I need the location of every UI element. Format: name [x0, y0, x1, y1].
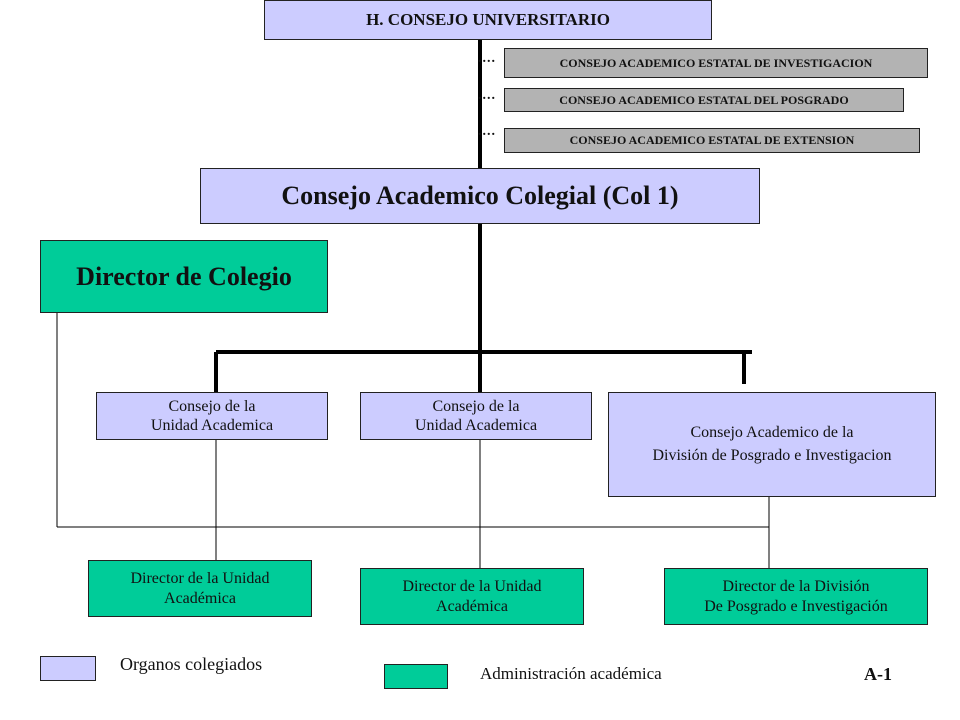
director-unit-1-line2: Académica — [164, 589, 236, 607]
director-unit-1: Director de la Unidad Académica — [88, 560, 312, 617]
director-unit-1-line1: Director de la Unidad — [130, 570, 270, 588]
director-colegio-label: Director de Colegio — [76, 261, 292, 291]
director-posgrado: Director de la División De Posgrado e In… — [664, 568, 928, 625]
consejo-colegial-label: Consejo Academico Colegial (Col 1) — [281, 181, 679, 211]
council-posgrado: Consejo Academico de la División de Posg… — [608, 392, 936, 497]
director-unit-2-line2: Académica — [436, 597, 508, 615]
director-colegio-box: Director de Colegio — [40, 240, 328, 313]
director-posgrado-line1: Director de la División — [722, 578, 870, 596]
consejo-universitario-label: H. CONSEJO UNIVERSITARIO — [366, 9, 610, 29]
council-unit-2: Consejo de la Unidad Academica — [360, 392, 592, 440]
legend-label-administration: Administración académica — [480, 664, 662, 683]
director-posgrado-line2: De Posgrado e Investigación — [704, 597, 888, 615]
legend-swatch-collegiate — [40, 656, 96, 681]
council-posgrado-line1: Consejo Academico de la — [690, 424, 854, 442]
state-council-investigacion-label: CONSEJO ACADEMICO ESTATAL DE INVESTIGACI… — [559, 55, 873, 70]
consejo-universitario-box: H. CONSEJO UNIVERSITARIO — [264, 0, 712, 40]
director-unit-2: Director de la Unidad Académica — [360, 568, 584, 625]
council-unit-1-line2: Unidad Academica — [150, 417, 274, 434]
dots-posgrado: .... — [478, 88, 496, 103]
state-council-extension: CONSEJO ACADEMICO ESTATAL DE EXTENSION — [504, 128, 920, 153]
council-unit-1-line1: Consejo de la — [168, 397, 256, 415]
page-code: A-1 — [864, 664, 892, 684]
legend-swatch-administration — [384, 664, 448, 689]
dots-investigacion: .... — [478, 51, 496, 66]
dots-extension: .... — [478, 124, 496, 139]
director-unit-2-line1: Director de la Unidad — [402, 578, 542, 596]
consejo-colegial-box: Consejo Academico Colegial (Col 1) — [200, 168, 760, 224]
council-posgrado-line2: División de Posgrado e Investigacion — [652, 446, 892, 464]
state-council-posgrado: CONSEJO ACADEMICO ESTATAL DEL POSGRADO — [504, 88, 904, 112]
council-unit-1: Consejo de la Unidad Academica — [96, 392, 328, 440]
council-unit-2-line2: Unidad Academica — [414, 417, 538, 434]
state-council-extension-label: CONSEJO ACADEMICO ESTATAL DE EXTENSION — [569, 133, 855, 148]
council-unit-2-line1: Consejo de la — [432, 397, 520, 415]
legend-label-collegiate: Organos colegiados — [120, 654, 263, 674]
state-council-investigacion: CONSEJO ACADEMICO ESTATAL DE INVESTIGACI… — [504, 48, 928, 78]
state-council-posgrado-label: CONSEJO ACADEMICO ESTATAL DEL POSGRADO — [559, 92, 849, 107]
